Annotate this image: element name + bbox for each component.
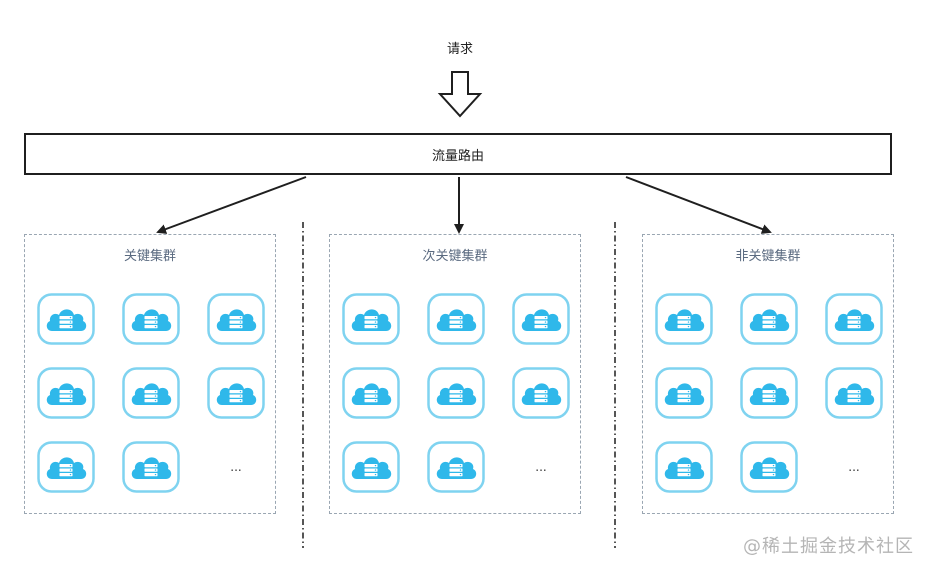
cloud-server-icon (37, 367, 95, 419)
arrow-to-critical-cluster (156, 176, 307, 234)
cluster-title: 非关键集群 (735, 249, 801, 264)
cloud-server-icon (825, 367, 883, 419)
cloud-server-icon (740, 367, 798, 419)
cluster-title: 次关键集群 (422, 249, 488, 264)
more-nodes-ellipsis: ... (535, 460, 547, 474)
cloud-server-icon (207, 367, 265, 419)
cloud-server-icon (512, 293, 570, 345)
cloud-server-icon (37, 441, 95, 493)
cloud-server-icon (512, 367, 570, 419)
cluster-critical: 关键集群 (24, 234, 276, 514)
arrow-to-noncritical-cluster (625, 176, 772, 234)
request-label: 请求 (446, 42, 473, 57)
cloud-server-icon (825, 293, 883, 345)
cloud-server-icon (342, 367, 400, 419)
down-arrow-icon (437, 71, 483, 118)
cloud-server-icon (207, 293, 265, 345)
cluster-secondary: 次关键集群 (329, 234, 581, 514)
cloud-server-icon (655, 441, 713, 493)
cloud-server-icon (122, 441, 180, 493)
cloud-server-icon (122, 367, 180, 419)
more-nodes-ellipsis: ... (848, 460, 860, 474)
cloud-server-icon (655, 293, 713, 345)
cluster-title: 关键集群 (123, 249, 176, 264)
cloud-server-icon (342, 441, 400, 493)
cloud-server-icon (37, 293, 95, 345)
cloud-server-icon (427, 367, 485, 419)
cloud-server-icon (740, 441, 798, 493)
cloud-server-icon (342, 293, 400, 345)
cloud-server-icon (122, 293, 180, 345)
cloud-server-icon (427, 293, 485, 345)
watermark: @稀土掘金技术社区 (743, 536, 914, 557)
cloud-server-icon (740, 293, 798, 345)
traffic-router-label: 流量路由 (431, 148, 484, 164)
cloud-server-icon (655, 367, 713, 419)
more-nodes-ellipsis: ... (230, 460, 242, 474)
cloud-server-icon (427, 441, 485, 493)
traffic-router-box: 流量路由 (24, 133, 892, 175)
cluster-noncritical: 非关键集群 (642, 234, 894, 514)
